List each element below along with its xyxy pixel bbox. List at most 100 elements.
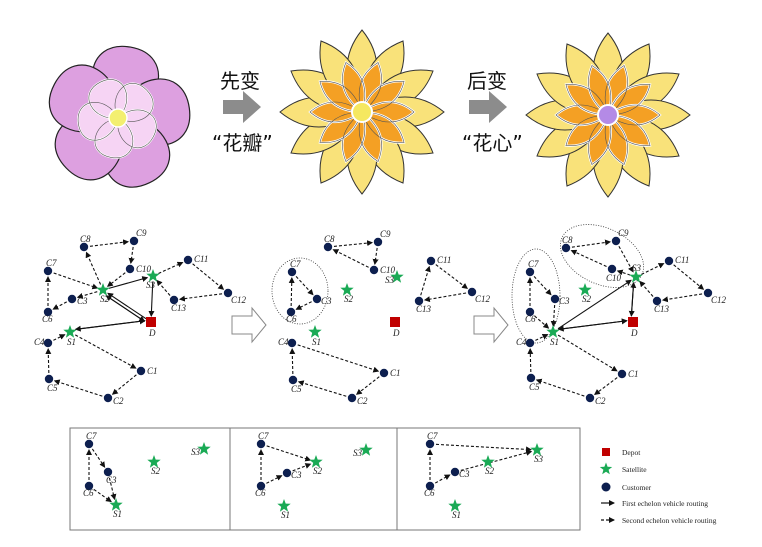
petal (117, 109, 157, 149)
node-label: C9 (380, 229, 391, 239)
second-echelon-route (295, 276, 314, 296)
satellite-node (308, 325, 322, 338)
customer-node (312, 294, 322, 304)
node-label: C6 (83, 488, 94, 498)
satellite-node (147, 455, 161, 468)
petal (319, 81, 363, 113)
customer-node (652, 296, 662, 306)
node-label: D (392, 328, 400, 338)
second-echelon-route (295, 301, 312, 310)
second-echelon-route (570, 249, 607, 268)
customer-node (414, 296, 424, 306)
node-label: C7 (258, 431, 269, 441)
second-echelon-route (158, 261, 184, 275)
second-echelon-route (332, 249, 369, 268)
node-label: C10 (136, 264, 152, 274)
step1-label: 先变 (220, 69, 260, 93)
node-label: C1 (628, 369, 639, 379)
customer-node (256, 481, 266, 491)
second-echelon-route (128, 246, 135, 265)
node-label: C5 (47, 383, 58, 393)
customer-node (703, 288, 713, 298)
first-echelon-route (558, 318, 628, 330)
cluster-ellipse (511, 248, 561, 344)
petal (342, 62, 366, 113)
node-label: S1 (312, 337, 321, 347)
node-label: C9 (136, 228, 147, 238)
petal (319, 111, 363, 143)
petal (555, 104, 609, 126)
node-label: S2 (100, 294, 110, 304)
node-label: S2 (313, 466, 323, 476)
customer-node (223, 288, 233, 298)
petal (565, 114, 609, 146)
second-echelon-route (593, 377, 618, 395)
customer-node (103, 393, 113, 403)
customer-node (611, 236, 621, 246)
second-echelon-route (571, 239, 612, 248)
first-echelon-route (630, 281, 637, 316)
petal (588, 65, 612, 116)
second-echelon-route (53, 379, 103, 397)
step2-label: 后变 (467, 69, 507, 93)
customer-node (369, 265, 379, 275)
customer-node (525, 338, 535, 348)
first-echelon-route (148, 281, 155, 318)
node-label: C11 (194, 254, 208, 264)
node-label: S1 (452, 510, 461, 520)
node-label: C3 (77, 296, 88, 306)
second-echelon-route (355, 376, 380, 395)
node-label: C7 (290, 259, 301, 269)
node-label: C5 (291, 384, 302, 394)
customer-node (426, 256, 436, 266)
node-label: C13 (171, 303, 187, 313)
second-echelon-route (557, 334, 618, 372)
flower-center (351, 101, 373, 123)
first-echelon-route (557, 279, 632, 330)
first-echelon-route (107, 292, 147, 320)
second-echelon-route (641, 263, 665, 275)
satellite-node (277, 499, 291, 512)
customer-node (525, 267, 535, 277)
customer-node (125, 264, 135, 274)
second-echelon-route (288, 276, 295, 307)
satellite-node (146, 269, 160, 282)
flower-center (108, 108, 128, 128)
legend-satellite: Satellite (622, 465, 647, 474)
node-label: C2 (113, 396, 124, 406)
satellite-node (63, 325, 77, 338)
satellite-node (530, 443, 544, 456)
node-label: C7 (46, 258, 57, 268)
second-echelon-route (85, 251, 102, 285)
depot-node (628, 317, 638, 327)
node-label: D (630, 328, 638, 338)
petal (361, 101, 415, 123)
flower-center (597, 104, 619, 126)
customer-node (84, 481, 94, 491)
node-label: C10 (606, 273, 622, 283)
second-echelon-route (434, 474, 451, 484)
node-label: C9 (618, 228, 629, 238)
customer-node (43, 266, 53, 276)
gray-arrow-icon (223, 91, 261, 123)
petal (309, 101, 363, 123)
petal (607, 104, 661, 126)
node-label: S3 (632, 263, 642, 273)
second-echelon-route (74, 334, 137, 369)
depot-node (390, 317, 400, 327)
yellow-flower (525, 32, 691, 198)
node-label: C6 (286, 314, 297, 324)
node-label: S1 (281, 510, 290, 520)
petal (607, 114, 651, 146)
node-label: C6 (424, 488, 435, 498)
customer-node (287, 267, 297, 277)
customer-node (169, 295, 179, 305)
customer-node (129, 236, 139, 246)
node-label: S1 (113, 509, 122, 519)
node-label: S2 (344, 294, 354, 304)
